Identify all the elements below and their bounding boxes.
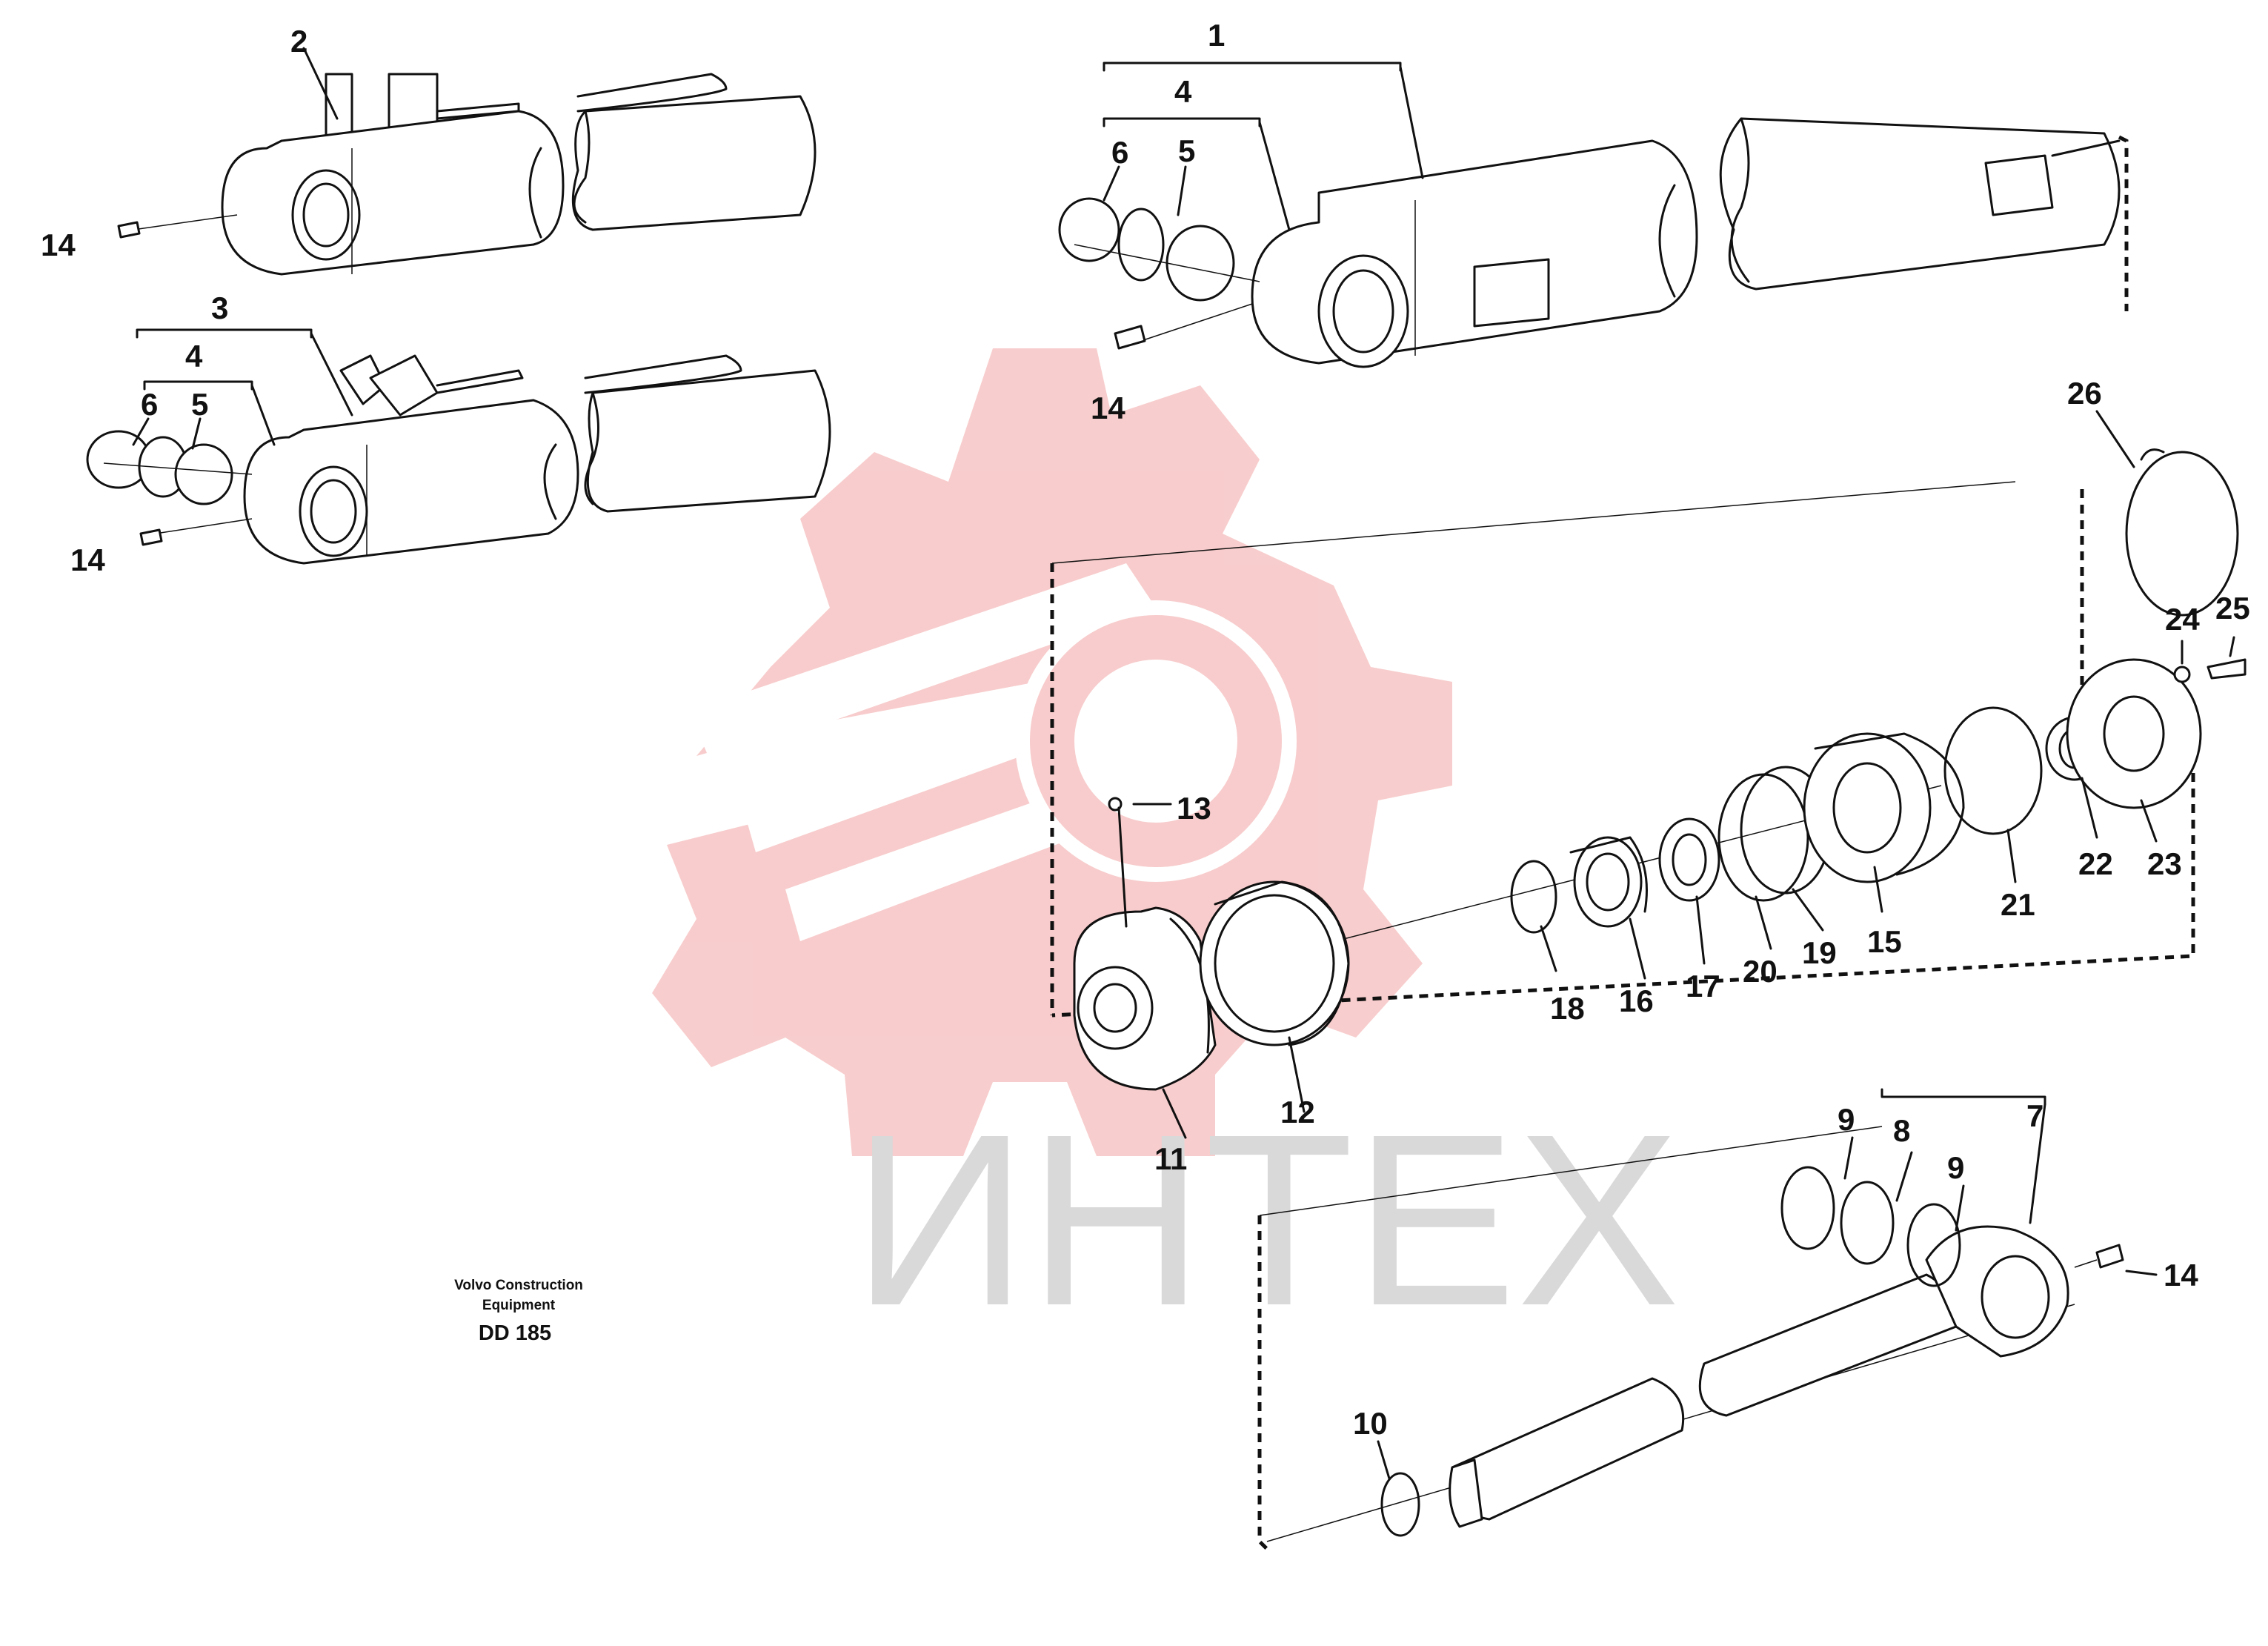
watermark-gear-stripe-1 [689,563,1156,763]
callout-6-left: 6 [141,387,158,422]
callout-14-rod: 14 [2164,1258,2198,1292]
callout-15: 15 [1867,924,1902,959]
callout-16: 16 [1619,983,1654,1018]
callout-6-main: 6 [1111,135,1128,170]
callout-11: 11 [1154,1141,1187,1176]
callout-2: 2 [290,24,307,59]
piston-rod [1257,1126,2124,1550]
credit-line-2: Equipment [482,1298,556,1313]
watermark-text: ИНТЕХ [852,1083,1680,1356]
drawing-code: DD 185 [479,1321,551,1345]
watermark: ИНТЕХ [652,348,1680,1356]
callout-4-main: 4 [1174,74,1192,109]
callout-5-left: 5 [191,387,208,422]
callout-23: 23 [2147,846,2182,881]
callout-26: 26 [2067,376,2102,411]
cylinder-tube-variant-2 [133,73,817,276]
callout-22: 22 [2078,846,2113,881]
callout-3: 3 [211,291,228,325]
leader-lines [132,47,2235,1480]
callout-10: 10 [1353,1406,1388,1441]
callout-5-main: 5 [1178,133,1195,168]
callout-13: 13 [1177,791,1211,826]
grease-nipples [117,221,1146,546]
callout-9-lower: 9 [1947,1150,1964,1185]
piston-assembly [1050,448,2247,1091]
callout-labels: 1 2 3 4 4 5 5 6 6 7 8 9 9 10 11 12 13 14… [41,18,2250,1441]
credit-line-1: Volvo Construction [454,1278,583,1293]
callout-12: 12 [1280,1095,1315,1129]
callout-21: 21 [2001,887,2035,922]
callout-8: 8 [1893,1113,1910,1148]
callout-14-main: 14 [1091,391,1125,425]
callout-7: 7 [2026,1098,2043,1133]
callout-14-mid-left: 14 [70,542,105,577]
callout-14-top-left: 14 [41,228,76,262]
callout-1: 1 [1208,18,1225,53]
callout-17: 17 [1686,969,1720,1003]
callout-19: 19 [1802,935,1837,970]
callout-25: 25 [2215,591,2250,625]
drawing-credit: Volvo Construction Equipment DD 185 [454,1278,583,1345]
callout-9-upper: 9 [1838,1102,1855,1137]
callout-20: 20 [1743,954,1778,989]
callout-4-left: 4 [185,339,203,374]
callout-18: 18 [1550,991,1585,1026]
cylinder-tube-variant-3 [86,354,831,565]
callout-24: 24 [2165,602,2200,637]
cylinder-tube-main [1058,117,2129,368]
